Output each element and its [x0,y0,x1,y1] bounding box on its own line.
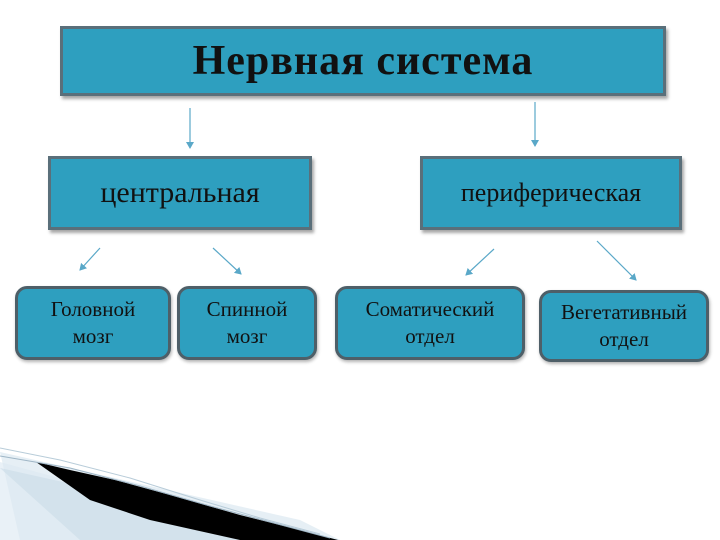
somatic-label-line1: Соматический [365,296,495,321]
spinal-box: Спинной мозг [177,286,317,360]
central-label: центральная [100,176,260,209]
somatic-box: Соматический отдел [335,286,525,360]
arrow-central-to-brain [79,247,101,271]
vegetative-label-line1: Вегетативный [560,299,688,324]
peripheral-box: периферическая [420,156,682,230]
vegetative-label-line2: отдел [599,327,649,351]
diagram-title: Нервная система [192,38,534,84]
vegetative-box: Вегетативный отдел [539,290,709,362]
brain-label-line2: мозг [72,324,114,348]
peripheral-label: периферическая [460,178,642,207]
somatic-label-line2: отдел [405,324,455,348]
brain-box: Головной мозг [15,286,171,360]
arrow-peripheral-to-vegetative [596,240,637,281]
spinal-label-line1: Спинной [206,296,288,321]
corner-decoration [0,447,340,540]
arrow-peripheral-to-somatic [465,248,495,276]
arrow-central-to-spinal [212,247,242,275]
title-box: Нервная система [60,26,666,96]
brain-label-line1: Головной [50,296,136,321]
central-box: центральная [48,156,312,230]
spinal-label-line2: мозг [226,324,268,348]
